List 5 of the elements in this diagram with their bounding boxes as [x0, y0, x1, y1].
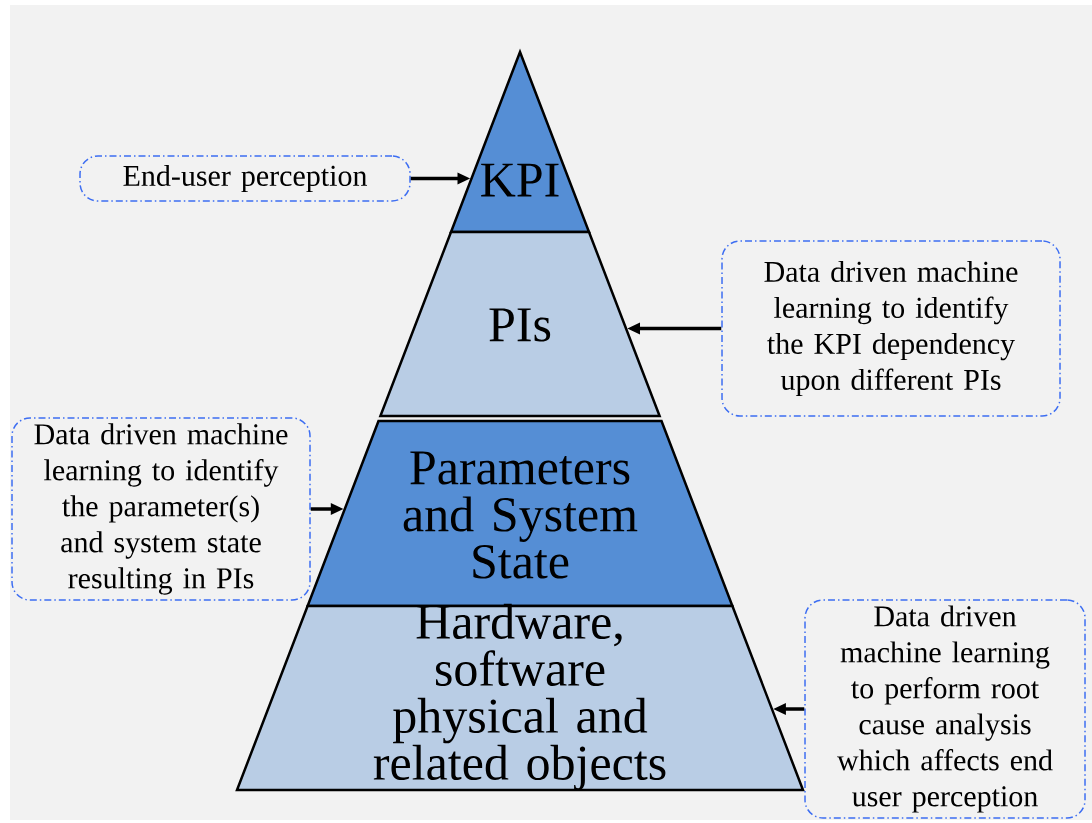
- pyramid-layer: Hardware, software physical and related objects: [235, 603, 805, 792]
- callout-box: Data driven machine learning to identify the parameter(s) and system state resulting in PIs: [11, 417, 311, 601]
- callout-box: Data driven machine learning to perform root cause analysis which affects end user perception: [804, 599, 1086, 819]
- callout-box: End-user perception: [79, 155, 411, 202]
- callout-box: Data driven machine learning to identify the KPI dependency upon different PIs: [721, 240, 1061, 417]
